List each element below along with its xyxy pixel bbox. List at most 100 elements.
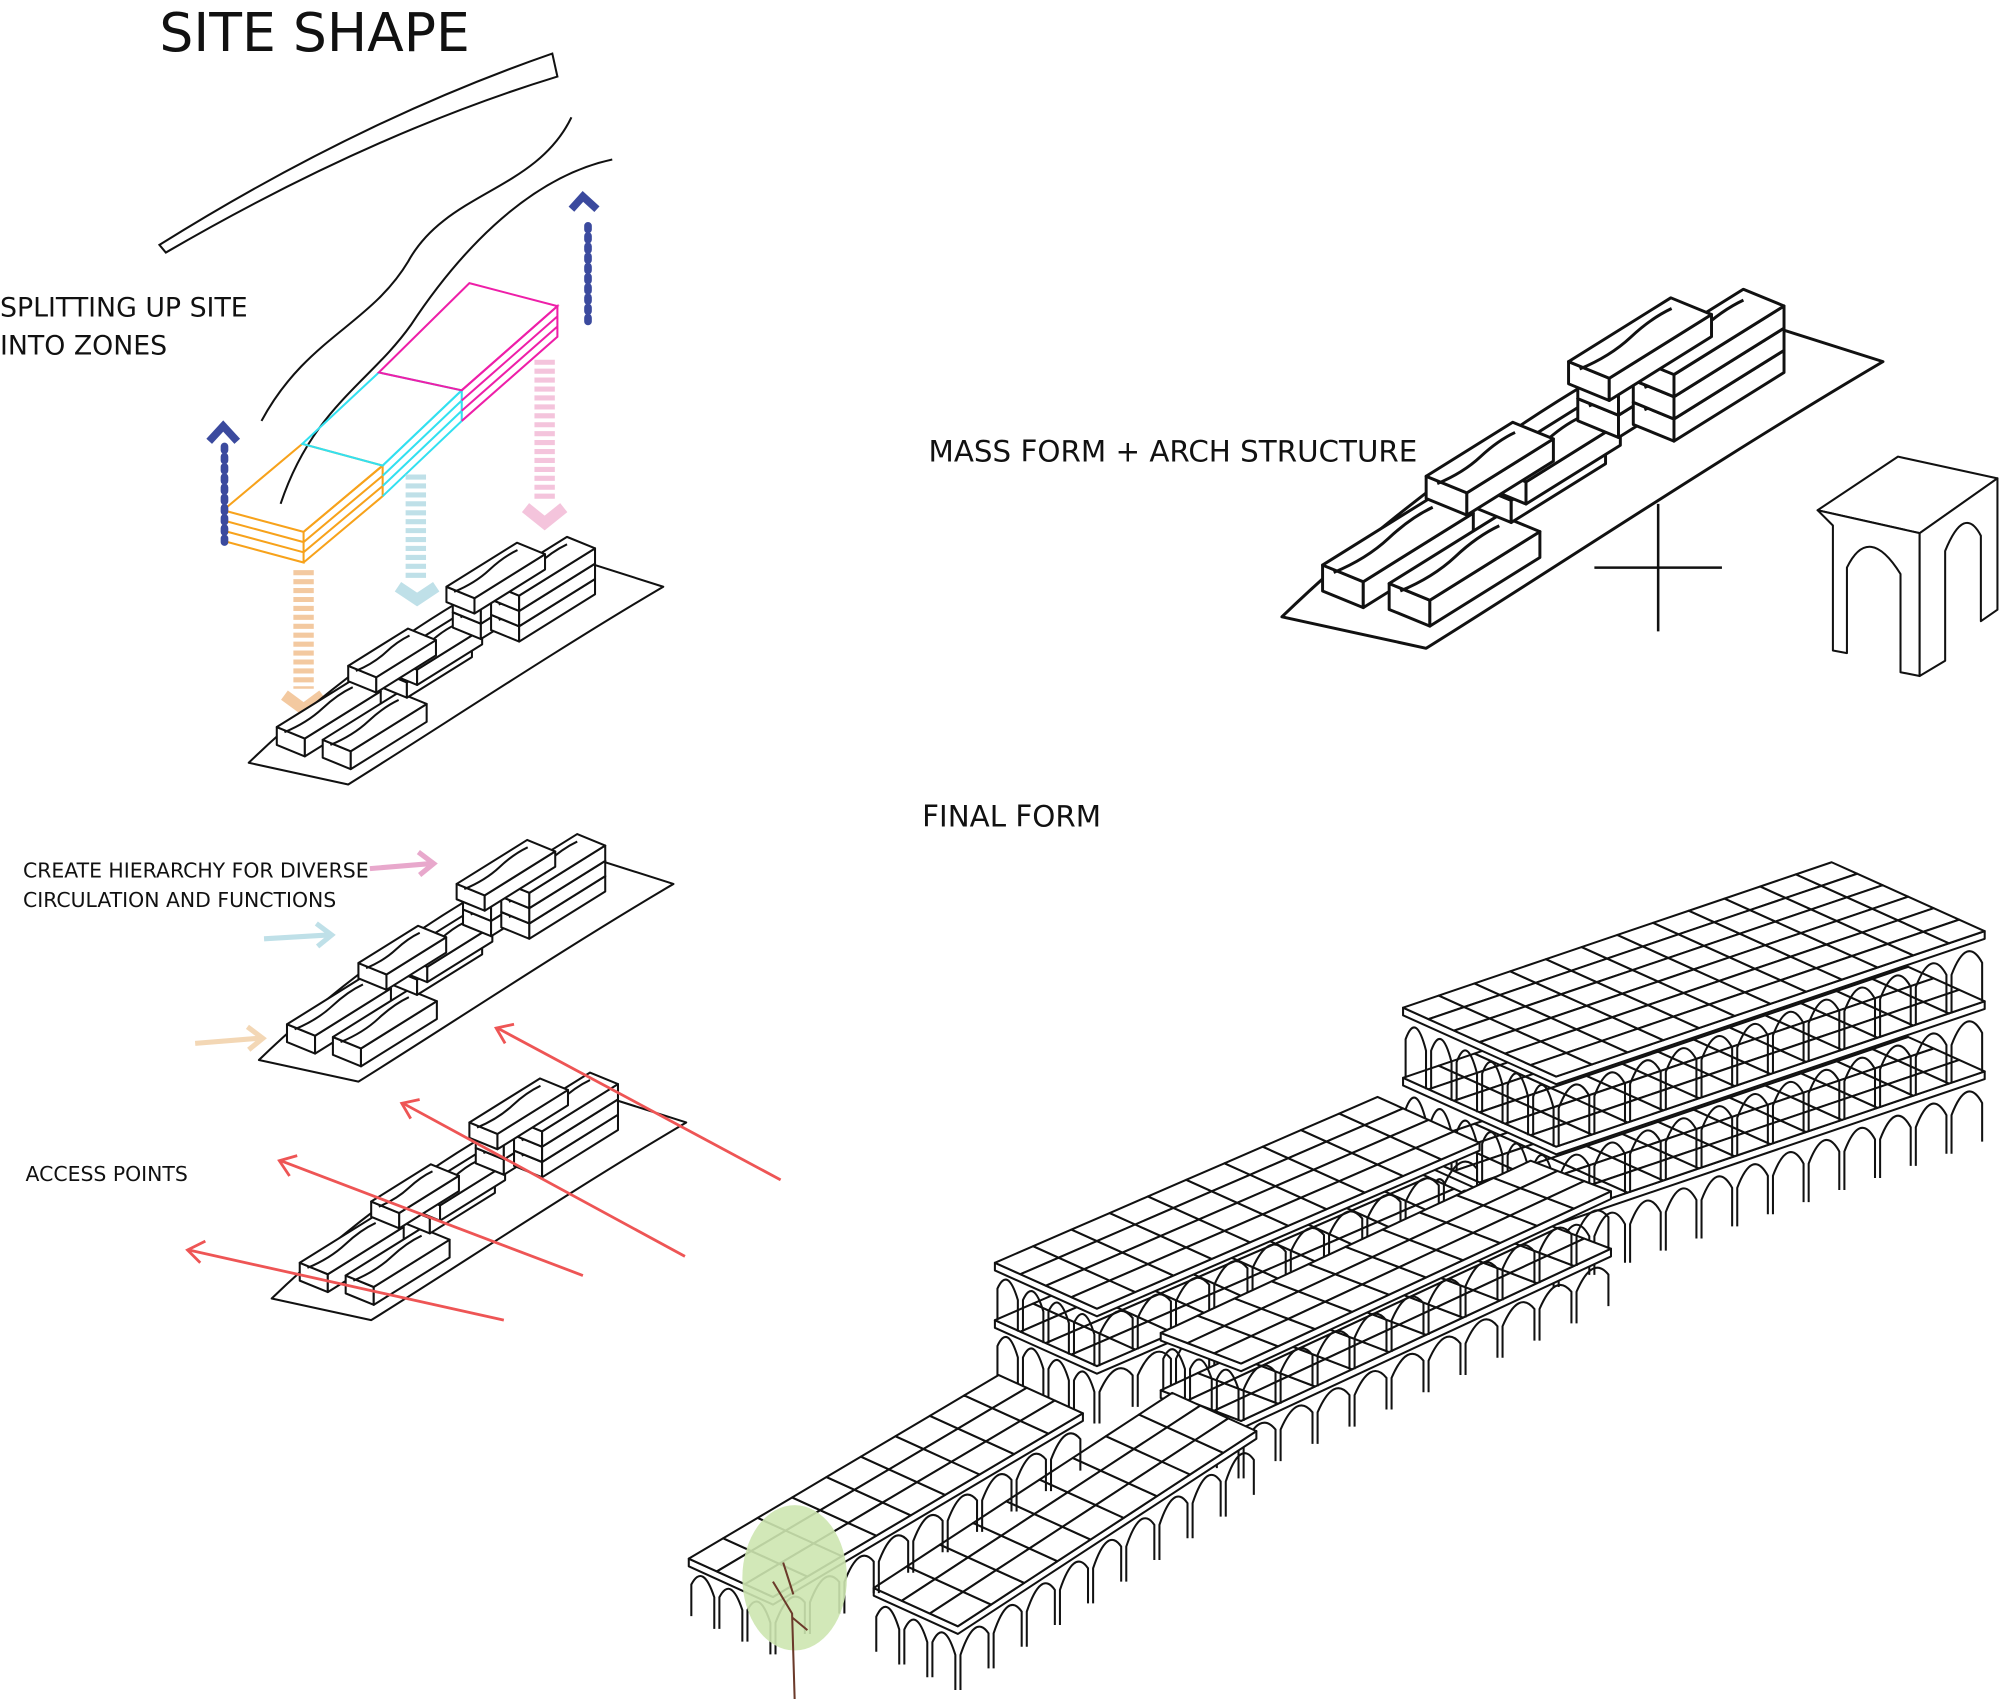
mass-form-diagram <box>1280 287 1885 650</box>
mass-form-label: MASS FORM + ARCH STRUCTURE <box>929 435 1418 469</box>
arch <box>1481 1060 1504 1124</box>
arch <box>903 1618 929 1678</box>
arch <box>1538 1283 1573 1341</box>
arch <box>1629 1199 1662 1263</box>
arch <box>996 1335 1019 1390</box>
arch-module <box>1816 455 1999 678</box>
arch <box>1047 1358 1070 1412</box>
final-form-structure <box>687 861 1986 1691</box>
arch <box>1047 1301 1070 1355</box>
arch <box>946 1493 979 1553</box>
arch <box>1843 986 1877 1050</box>
tree-trunk <box>772 1562 809 1699</box>
arch <box>875 1605 901 1665</box>
arch <box>1464 1318 1499 1376</box>
arch <box>1025 1582 1056 1647</box>
access-points-label: ACCESS POINTS <box>26 1162 188 1186</box>
arch <box>1072 1313 1096 1367</box>
arch <box>1807 998 1841 1062</box>
arch <box>1593 1071 1627 1135</box>
arch <box>1950 950 1984 1014</box>
arch <box>1914 1032 1948 1096</box>
arch <box>1700 1175 1734 1239</box>
arch <box>690 1575 716 1629</box>
arch <box>1224 1452 1255 1517</box>
arch <box>996 1278 1019 1332</box>
arch <box>1455 1049 1479 1113</box>
arch <box>1843 1126 1877 1191</box>
access-arrow-icon <box>493 1022 782 1182</box>
down-arrow-orange-icon <box>281 570 327 717</box>
access-arrow-icon <box>399 1098 686 1258</box>
roof-cell <box>1414 1130 1481 1161</box>
arch <box>1700 1035 1734 1099</box>
arch <box>1843 1056 1877 1120</box>
arch <box>1736 1093 1769 1157</box>
arch <box>1215 1368 1240 1421</box>
arch <box>1593 1211 1627 1275</box>
arch <box>877 1534 910 1594</box>
arch <box>1279 1404 1314 1462</box>
arch <box>1162 1348 1186 1401</box>
arch <box>1021 1290 1045 1344</box>
arch <box>1700 1105 1734 1169</box>
arch <box>1242 1364 1277 1421</box>
arch <box>1353 1312 1388 1370</box>
access-arrow-icon <box>185 1239 505 1322</box>
hierarchy-arrow-tan-icon <box>194 1024 267 1052</box>
arch <box>1092 1539 1123 1604</box>
arch <box>1158 1495 1189 1560</box>
plus-icon <box>1594 503 1722 632</box>
arch <box>1501 1301 1536 1358</box>
arch <box>1629 1129 1662 1193</box>
arch <box>1328 1210 1364 1267</box>
arch <box>1430 1038 1453 1101</box>
arch <box>1427 1278 1462 1335</box>
arch <box>1575 1209 1610 1266</box>
arch <box>1098 1309 1134 1367</box>
final-form-strip-south <box>872 1391 1258 1691</box>
arch <box>1404 1177 1440 1234</box>
arch <box>1771 1010 1805 1074</box>
access-arrows <box>185 1022 782 1322</box>
arch <box>981 1473 1013 1532</box>
arch <box>1914 1102 1948 1166</box>
roof-cell <box>1019 1399 1084 1435</box>
arch <box>718 1587 744 1642</box>
arch <box>1629 1059 1662 1123</box>
arch <box>1058 1560 1090 1626</box>
arch <box>1189 1358 1213 1411</box>
zone-orange-slab <box>221 442 385 564</box>
arch <box>1366 1193 1402 1251</box>
arch <box>1098 1367 1134 1424</box>
arch <box>912 1514 944 1573</box>
arch <box>1664 1187 1698 1251</box>
arch <box>1072 1370 1096 1424</box>
down-arrow-cyan-icon <box>394 474 440 607</box>
arch <box>992 1604 1023 1669</box>
arch <box>1442 1160 1479 1217</box>
arch <box>1532 1083 1555 1147</box>
hierarchy-label-line1: CREATE HIERARCHY FOR DIVERSE <box>23 859 369 883</box>
arch <box>1771 1080 1805 1145</box>
arch <box>1390 1295 1425 1353</box>
access-arrow-icon <box>277 1154 584 1277</box>
arch <box>1136 1350 1172 1407</box>
arch <box>1501 1243 1536 1301</box>
arch <box>1279 1347 1314 1404</box>
arch <box>1557 1083 1591 1147</box>
hierarchy-label-line2: CIRCULATION AND FUNCTIONS <box>23 888 336 912</box>
arch <box>1427 1335 1462 1393</box>
arch <box>1914 962 1948 1026</box>
arch <box>1353 1370 1388 1427</box>
arch <box>1481 1131 1504 1194</box>
arch <box>1593 1141 1627 1205</box>
arch <box>1879 1044 1912 1108</box>
final-form-block-east <box>1402 861 1986 1287</box>
arch <box>1771 1151 1805 1215</box>
arch <box>959 1625 990 1691</box>
arch <box>1950 1020 1984 1084</box>
arch <box>1251 1243 1287 1300</box>
arch <box>1021 1347 1045 1401</box>
